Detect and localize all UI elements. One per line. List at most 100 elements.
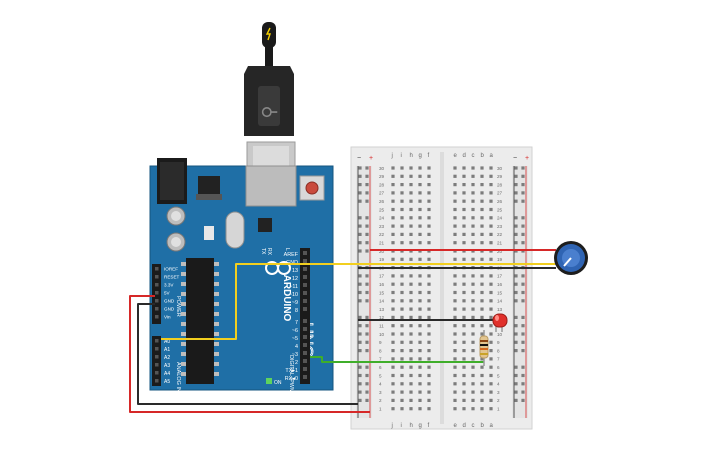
breadboard-hole[interactable] [462,282,466,286]
breadboard-hole[interactable] [427,224,431,228]
red-led[interactable] [492,313,508,332]
breadboard-hole[interactable] [489,332,493,336]
rail-hole[interactable] [358,199,362,203]
breadboard-hole[interactable] [427,207,431,212]
breadboard-hole[interactable] [391,174,395,178]
rail-hole[interactable] [514,166,518,170]
rail-hole[interactable] [514,332,518,336]
breadboard-hole[interactable] [400,191,404,195]
breadboard-hole[interactable] [453,324,457,328]
breadboard-hole[interactable] [418,307,422,311]
rail-hole[interactable] [365,324,369,328]
rail-hole[interactable] [514,299,518,303]
breadboard-hole[interactable] [480,324,484,328]
rail-hole[interactable] [514,373,518,378]
rail-hole[interactable] [365,398,369,402]
breadboard-hole[interactable] [400,274,404,278]
rail-hole[interactable] [358,249,362,253]
breadboard-hole[interactable] [453,232,457,236]
breadboard-hole[interactable] [400,241,404,245]
breadboard-hole[interactable] [418,207,422,212]
rail-hole[interactable] [365,199,369,203]
breadboard-hole[interactable] [409,398,413,402]
breadboard-hole[interactable] [391,207,395,212]
breadboard-hole[interactable] [471,332,475,336]
breadboard-hole[interactable] [400,382,404,386]
breadboard-hole[interactable] [480,299,484,303]
rail-hole[interactable] [358,373,362,378]
rail-hole[interactable] [521,382,525,386]
rail-hole[interactable] [365,232,369,236]
breadboard-hole[interactable] [462,232,466,236]
rail-hole[interactable] [514,398,518,402]
rail-hole[interactable] [521,349,525,353]
rail-hole[interactable] [365,299,369,303]
rail-hole[interactable] [358,282,362,286]
breadboard-hole[interactable] [409,299,413,303]
breadboard-hole[interactable] [391,373,395,378]
breadboard-hole[interactable] [409,199,413,203]
breadboard-hole[interactable] [480,174,484,178]
breadboard-hole[interactable] [427,349,431,353]
breadboard-hole[interactable] [471,191,475,195]
breadboard-hole[interactable] [418,257,422,261]
breadboard-hole[interactable] [427,382,431,386]
breadboard-hole[interactable] [418,224,422,228]
breadboard-hole[interactable] [391,290,395,295]
breadboard-hole[interactable] [409,224,413,228]
breadboard-hole[interactable] [391,274,395,278]
breadboard-hole[interactable] [489,174,493,178]
breadboard-hole[interactable] [409,373,413,378]
breadboard-hole[interactable] [453,357,457,361]
rail-hole[interactable] [521,241,525,245]
breadboard-hole[interactable] [480,407,484,411]
breadboard-hole[interactable] [400,398,404,402]
breadboard-hole[interactable] [418,241,422,245]
breadboard-hole[interactable] [462,274,466,278]
rail-hole[interactable] [365,315,369,319]
breadboard-hole[interactable] [418,315,422,319]
breadboard-hole[interactable] [391,332,395,336]
breadboard-hole[interactable] [391,282,395,286]
breadboard-hole[interactable] [409,382,413,386]
breadboard-hole[interactable] [453,365,457,369]
breadboard-hole[interactable] [489,357,493,361]
breadboard-hole[interactable] [471,216,475,220]
breadboard-hole[interactable] [418,199,422,203]
breadboard-hole[interactable] [453,407,457,411]
rail-hole[interactable] [514,174,518,178]
breadboard-hole[interactable] [462,183,466,187]
breadboard-hole[interactable] [462,390,466,394]
breadboard-hole[interactable] [391,191,395,195]
breadboard-hole[interactable] [453,282,457,286]
breadboard-hole[interactable] [409,207,413,212]
breadboard-hole[interactable] [427,282,431,286]
breadboard-hole[interactable] [480,257,484,261]
breadboard-hole[interactable] [453,332,457,336]
breadboard-hole[interactable] [453,340,457,344]
breadboard-hole[interactable] [489,315,493,319]
rail-hole[interactable] [521,390,525,394]
breadboard-hole[interactable] [409,232,413,236]
breadboard-hole[interactable] [480,373,484,378]
rail-hole[interactable] [358,166,362,170]
rail-hole[interactable] [358,382,362,386]
breadboard-hole[interactable] [471,224,475,228]
rail-hole[interactable] [358,365,362,369]
breadboard-hole[interactable] [418,340,422,344]
breadboard-hole[interactable] [391,382,395,386]
breadboard-hole[interactable] [400,365,404,369]
rail-hole[interactable] [514,340,518,344]
breadboard-hole[interactable] [400,299,404,303]
breadboard-hole[interactable] [400,199,404,203]
breadboard-hole[interactable] [453,216,457,220]
breadboard-hole[interactable] [409,191,413,195]
breadboard-hole[interactable] [400,216,404,220]
breadboard-hole[interactable] [453,224,457,228]
breadboard-hole[interactable] [391,365,395,369]
breadboard-hole[interactable] [409,274,413,278]
breadboard-hole[interactable] [391,216,395,220]
rail-hole[interactable] [514,183,518,187]
breadboard-hole[interactable] [489,224,493,228]
rail-hole[interactable] [514,224,518,228]
